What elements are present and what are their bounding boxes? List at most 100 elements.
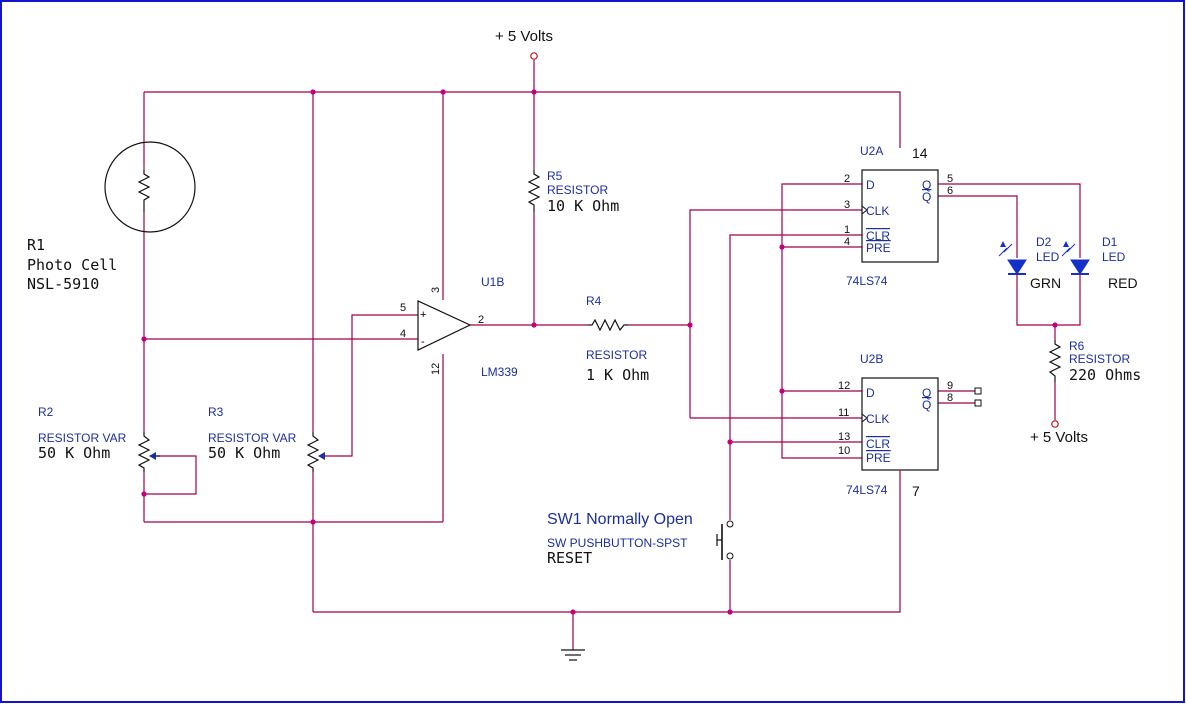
r5-ref: R5 [547, 169, 563, 183]
u2a-pin-qbar: 6 [947, 185, 953, 197]
led-d2 [998, 241, 1027, 280]
u2a-clk-wire [689, 209, 862, 418]
u2b-pin-clr: 13 [838, 431, 850, 443]
sw1-label: RESET [547, 549, 592, 567]
junction-dots [141, 89, 1058, 615]
sw1-title: SW1 Normally Open [547, 511, 693, 528]
d-pre-tie-wire [781, 183, 862, 459]
u1b-pin-gnd: 12 [430, 363, 442, 375]
u2a-ref: U2A [860, 144, 883, 158]
r6-value: 220 Ohms [1069, 366, 1141, 384]
u2b-label-clk: CLK [866, 412, 889, 426]
u2b-gnd-pin: 7 [912, 483, 920, 499]
pushbutton-sw1 [716, 520, 734, 560]
u2b-pin-clk: 11 [838, 407, 849, 419]
r4-value: 1 K Ohm [586, 366, 649, 384]
d2-ref: D2 [1036, 235, 1052, 249]
u2b-pin-d: 12 [838, 380, 850, 392]
q-to-d1-wire [938, 183, 1081, 258]
u2a-vcc-pin: 14 [912, 145, 928, 161]
u2a-pin-clr: 1 [844, 224, 850, 236]
r4-type: RESISTOR [586, 348, 647, 362]
u2a-label-pre: PRE [866, 241, 891, 255]
r1-name: Photo Cell [27, 256, 117, 274]
vcc-terminal-top [530, 52, 538, 60]
u2b-pin-q: 9 [947, 380, 953, 392]
r2-value: 50 K Ohm [38, 444, 110, 462]
d1-type: LED [1102, 250, 1126, 264]
u2b-clk-marker [861, 413, 868, 423]
ground-bus-wire [313, 494, 901, 613]
u1b-ref: U1B [481, 275, 504, 289]
r6-type: RESISTOR [1069, 352, 1130, 366]
r6-ref: R6 [1069, 339, 1085, 353]
wires [143, 60, 1081, 650]
r3-ref: R3 [208, 405, 224, 419]
d2-type: LED [1036, 250, 1060, 264]
u2b-label-q: Q [922, 386, 931, 400]
u2b-pin-pre: 10 [838, 445, 850, 457]
r1-value: NSL-5910 [27, 275, 99, 293]
u2b-part: 74LS74 [846, 483, 888, 497]
d1-color: RED [1108, 275, 1138, 291]
flipflop-u2a [861, 169, 939, 263]
u2a-clr-wire [729, 234, 862, 520]
u2b-qbar-terminal [974, 399, 982, 407]
u1b-pin-vcc: 3 [430, 287, 442, 293]
ground-symbol [561, 649, 585, 661]
u1b-pin-minus: 4 [400, 328, 406, 340]
u1b-pin-plus: 5 [400, 302, 406, 314]
qbar-to-d2-wire [938, 195, 1018, 258]
variable-resistor-r3 [306, 432, 325, 472]
u1b-part: LM339 [481, 365, 518, 379]
r5-type: RESISTOR [547, 183, 608, 197]
u2a-label-q: Q [922, 178, 931, 192]
u2b-q-terminal [974, 387, 982, 395]
resistor-r5 [527, 170, 541, 212]
resistor-r6 [1048, 340, 1062, 382]
u2a-label-clr: CLR [866, 229, 890, 243]
r5-value: 10 K Ohm [547, 197, 619, 215]
r2-wiper-wire [144, 455, 197, 495]
u2a-clk-marker [861, 205, 868, 215]
supply-label-top: + 5 Volts [495, 28, 553, 45]
u2b-label-clr: CLR [866, 437, 890, 451]
u2a-pin-d: 2 [844, 173, 850, 185]
led-common-wire [1016, 280, 1081, 326]
u2b-label-pre: PRE [866, 451, 891, 465]
r3-value: 50 K Ohm [208, 444, 280, 462]
u2a-label-d: D [866, 178, 875, 192]
r3-type: RESISTOR VAR [208, 431, 297, 445]
d1-ref: D1 [1102, 235, 1118, 249]
u2a-label-qbar: Q [922, 190, 931, 204]
resistor-r4 [588, 318, 628, 332]
r4-ref: R4 [586, 294, 602, 308]
u2a-pin-clk: 3 [844, 199, 850, 211]
supply-label-bottom: + 5 Volts [1030, 429, 1088, 446]
u2a-label-clk: CLK [866, 204, 889, 218]
u2b-ref: U2B [860, 352, 883, 366]
vcc-terminal-bottom [1051, 420, 1059, 428]
photo-cell-r1 [104, 141, 196, 233]
d2-color: GRN [1030, 275, 1061, 291]
u1b-pin-out: 2 [478, 314, 484, 326]
led-d1 [1061, 241, 1090, 280]
u2b-pin-qbar: 8 [947, 392, 953, 404]
r1-ref: R1 [27, 236, 45, 254]
top-rail-wire [144, 91, 901, 130]
sw1-type: SW PUSHBUTTON-SPST [547, 536, 688, 550]
u2a-pin-q: 5 [947, 173, 953, 185]
variable-resistor-r2 [137, 432, 160, 472]
u1b-plus-symbol: + [420, 309, 426, 321]
u2b-label-qbar: Q [922, 398, 931, 412]
u2a-part: 74LS74 [846, 274, 888, 288]
u2b-label-d: D [866, 386, 875, 400]
u1b-minus-symbol: - [421, 336, 425, 348]
comparator-u1b [417, 300, 472, 351]
plus-input-wire [319, 314, 418, 457]
r2-ref: R2 [38, 405, 54, 419]
r2-type: RESISTOR VAR [38, 431, 127, 445]
